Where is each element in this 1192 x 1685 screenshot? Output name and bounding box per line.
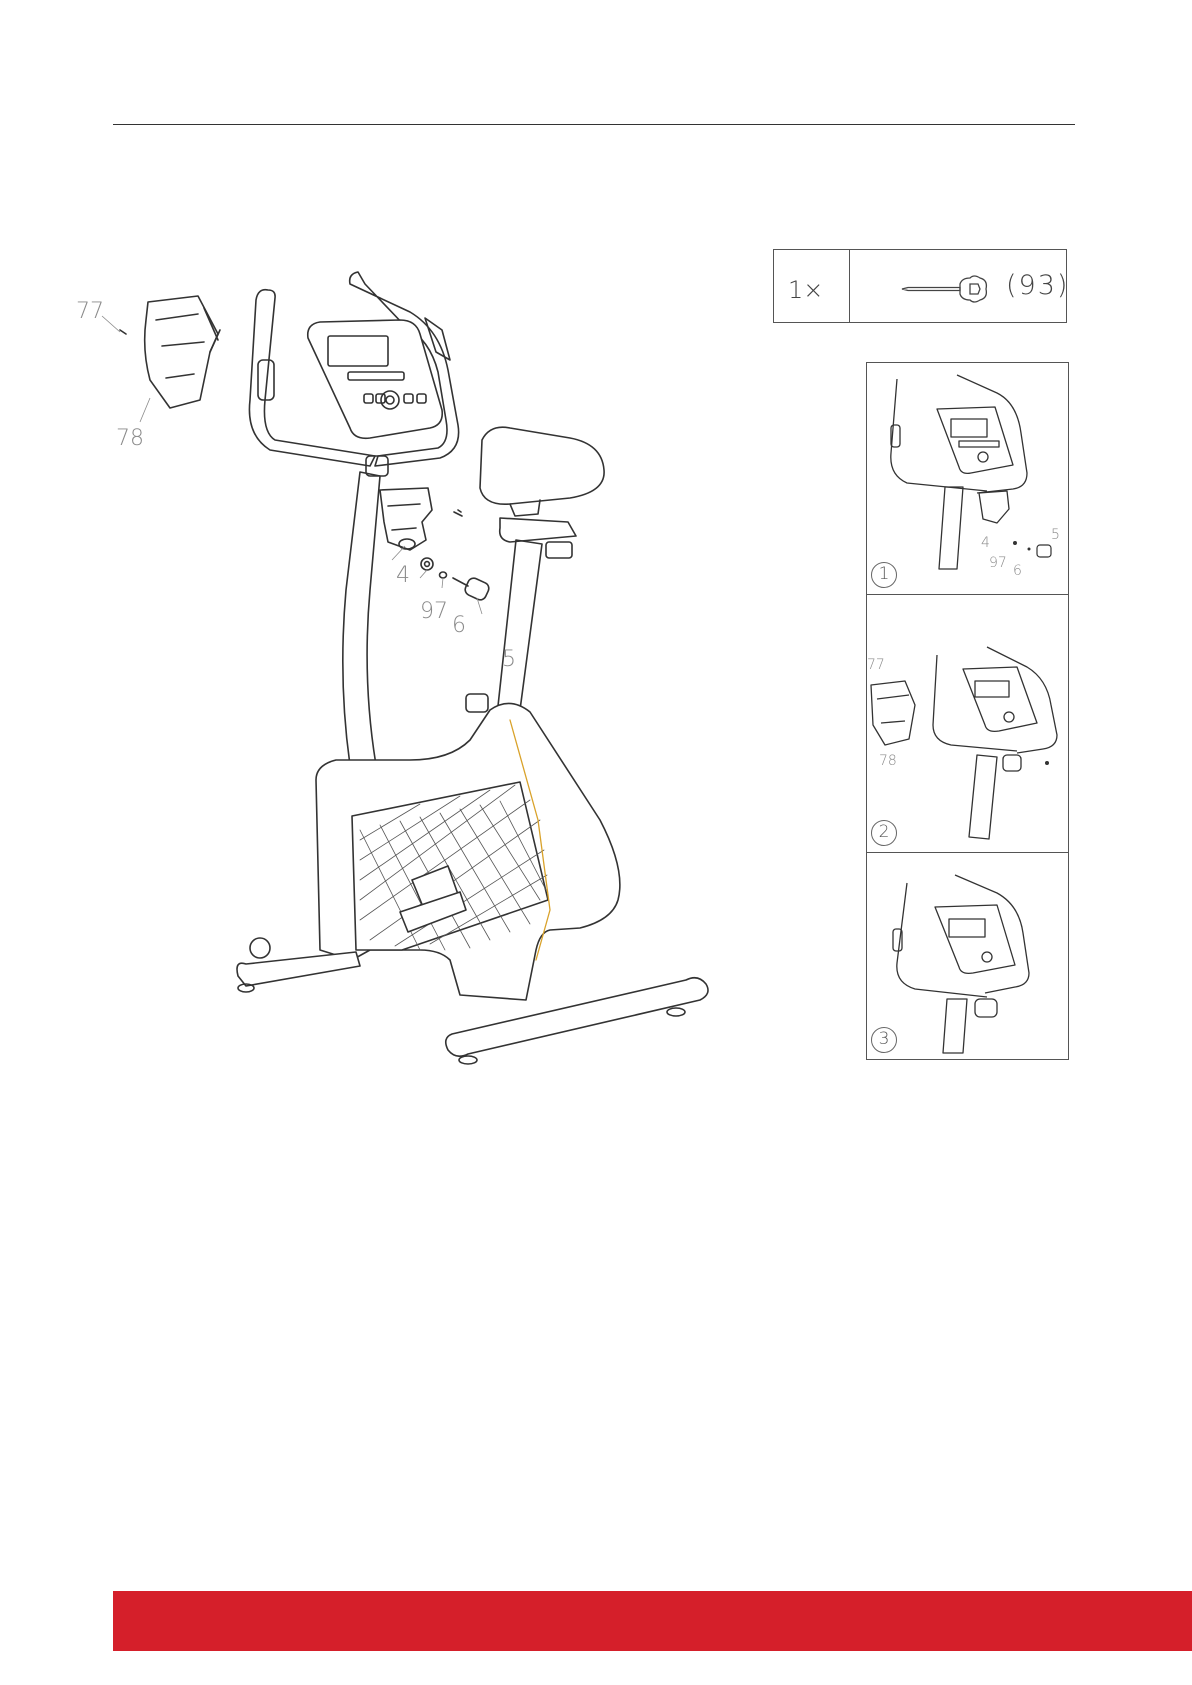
callout-6: 6 [452,613,466,638]
step-2-callout-77: 77 [867,657,885,673]
tool-part-number: (93) [1006,270,1069,301]
step-1-number: 1 [871,562,897,588]
seat [480,427,604,504]
step-3-number: 3 [871,1027,897,1053]
screw-part-77 [120,330,126,334]
step-3-drawing [867,853,1068,1059]
step-2-number: 2 [871,820,897,846]
step-2-callout-78: 78 [879,753,897,769]
callout-77: 77 [76,299,104,324]
step-2-drawing: 77 78 [867,595,1068,853]
step-1-callout-6: 6 [1013,563,1022,579]
header-rule [113,124,1075,125]
rear-foot-right [667,1008,685,1016]
footer-accent-bar [113,1591,1192,1651]
knob-part-5 [463,576,491,602]
console-bracket-part-4 [380,488,432,550]
allen-key-wrench-icon [900,272,990,306]
small-screw [454,510,462,516]
rear-cover-part-78 [145,296,218,408]
washer-part-97 [421,558,433,570]
step-1-callout-5: 5 [1051,527,1060,543]
front-column [343,472,380,765]
step-2-panel: 77 78 2 [867,595,1068,853]
transport-wheel [250,938,270,958]
step-3-panel: 3 [867,853,1068,1059]
callout-4: 4 [396,563,410,588]
step-1-drawing: 4 97 6 5 [867,363,1068,595]
step-1-callout-4: 4 [981,535,990,551]
exercise-bike-exploded-drawing: 77 78 4 97 6 5 [70,260,760,1140]
callout-5: 5 [502,647,516,672]
seat-post-knob [466,694,488,712]
tool-required-box: 1× (93) [773,249,1067,323]
step-1-callout-97: 97 [989,555,1007,571]
seat-post [498,540,542,710]
tool-box-divider [849,250,850,322]
rear-foot-left [459,1056,477,1064]
tool-quantity: 1× [788,276,823,304]
step-panels: 4 97 6 5 1 77 78 2 [866,362,1069,1060]
knob-shaft [453,578,468,586]
callout-78: 78 [116,426,144,451]
callout-97: 97 [420,599,448,624]
seat-slider [500,518,576,542]
spring-washer-part-6 [440,572,447,578]
step-1-panel: 4 97 6 5 1 [867,363,1068,595]
